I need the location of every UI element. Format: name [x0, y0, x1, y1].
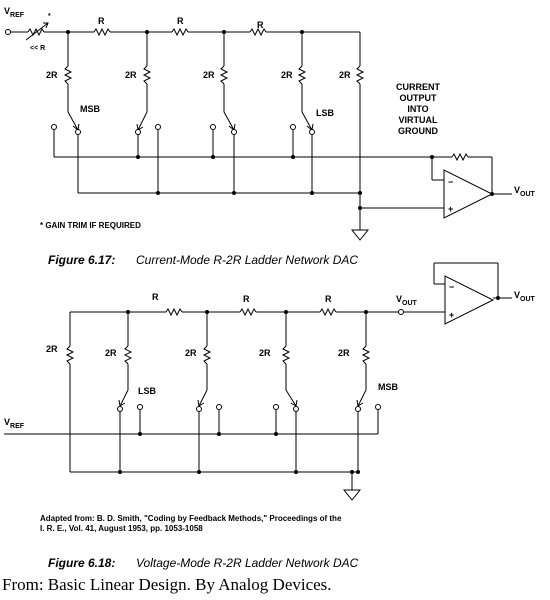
- fig1-caption-text: Current-Mode R-2R Ladder Network DAC: [136, 253, 358, 267]
- fig2-vout-node: [398, 309, 404, 315]
- fig1-opamp: [443, 169, 494, 219]
- fig2-series-r2: [239, 307, 257, 317]
- fig1-series-r2: [171, 27, 189, 37]
- fig1-leg-3: [210, 32, 237, 135]
- fig1-series-r3: [249, 27, 267, 37]
- fig1-2r-label-5: 2R: [339, 70, 351, 80]
- fig1-leg-1: [51, 32, 81, 135]
- fig2-ground: [342, 489, 362, 501]
- fig1-gain-note: * GAIN TRIM IF REQUIRED: [40, 221, 141, 230]
- fig1-vref-node: [5, 29, 11, 35]
- fig1-leg-2: [135, 32, 161, 135]
- fig2-adapted-line-1: Adapted from: B. D. Smith, "Coding by Fe…: [40, 514, 342, 523]
- fig1-lsb-label: LSB: [316, 108, 335, 118]
- svg-text:−: −: [448, 177, 453, 187]
- figure-6-18-circuit: R R R VOUT 2R: [4, 262, 536, 570]
- fig1-r-label-1: R: [98, 16, 105, 26]
- fig2-2r-label-2: 2R: [105, 348, 117, 358]
- svg-text:+: +: [449, 310, 454, 320]
- fig1-trim-star: *: [48, 13, 51, 20]
- fig1-note-line-4: VIRTUAL: [399, 115, 438, 125]
- fig2-series-r1: [165, 307, 183, 317]
- fig1-2r-label-3: 2R: [203, 70, 215, 80]
- fig1-series-r1: [93, 27, 111, 37]
- fig2-opamp: [444, 275, 495, 325]
- fig1-msb-label: MSB: [80, 104, 101, 114]
- fig1-2r-label-2: 2R: [125, 70, 137, 80]
- fig2-vout-label: VOUT: [514, 290, 536, 303]
- fig2-r-label-2: R: [243, 294, 250, 304]
- fig1-leg-5: [355, 32, 365, 218]
- fig2-termination-2r: [65, 345, 75, 365]
- fig1-vref-label: VREF: [4, 6, 25, 19]
- fig1-trim-label: << R: [30, 45, 45, 52]
- source-credit: From: Basic Linear Design. By Analog Dev…: [2, 575, 332, 594]
- fig2-leg-4: [355, 312, 381, 412]
- fig2-leg-2: [196, 312, 222, 412]
- fig1-2r-label-4: 2R: [281, 70, 293, 80]
- fig2-msb-label: MSB: [378, 382, 399, 392]
- fig2-caption-number: Figure 6.18:: [48, 556, 115, 570]
- fig1-note-line-2: OUTPUT: [400, 93, 438, 103]
- fig1-note-line-1: CURRENT: [396, 82, 441, 92]
- fig2-2r-label-3: 2R: [185, 348, 197, 358]
- svg-text:+: +: [448, 204, 453, 214]
- fig1-feedback-resistor: [451, 152, 469, 162]
- fig2-adapted-line-2: I. R. E., Vol. 41, August 1953, pp. 1053…: [40, 524, 203, 533]
- fig1-caption-number: Figure 6.17:: [48, 253, 115, 267]
- fig1-trim-resistor: [27, 27, 45, 37]
- fig2-2r-label-4: 2R: [259, 348, 271, 358]
- fig1-ground: [350, 229, 370, 241]
- fig2-lsb-label: LSB: [138, 386, 157, 396]
- fig2-2r-label-1: 2R: [46, 344, 58, 354]
- fig1-note-line-5: GROUND: [398, 126, 438, 136]
- fig2-vout-node-label: VOUT: [396, 294, 418, 307]
- figure-6-17-circuit: VREF * << R R R R: [4, 6, 536, 267]
- svg-text:−: −: [449, 282, 454, 292]
- fig2-r-label-1: R: [152, 292, 159, 302]
- fig2-leg-1: [117, 312, 143, 412]
- fig2-caption-text: Voltage-Mode R-2R Ladder Network DAC: [136, 556, 359, 570]
- fig1-vout-label: VOUT: [514, 185, 536, 198]
- fig2-2r-label-5: 2R: [338, 348, 350, 358]
- fig1-leg-4: [290, 32, 315, 135]
- fig1-r-label-3: R: [257, 20, 264, 30]
- fig2-series-r3: [319, 307, 337, 317]
- fig2-leg-3: [273, 312, 299, 412]
- fig2-vref-label: VREF: [4, 417, 25, 430]
- fig1-note-line-3: INTO: [407, 104, 428, 114]
- fig1-r-label-2: R: [177, 16, 184, 26]
- fig1-2r-label-1: 2R: [46, 70, 58, 80]
- fig2-r-label-3: R: [325, 294, 332, 304]
